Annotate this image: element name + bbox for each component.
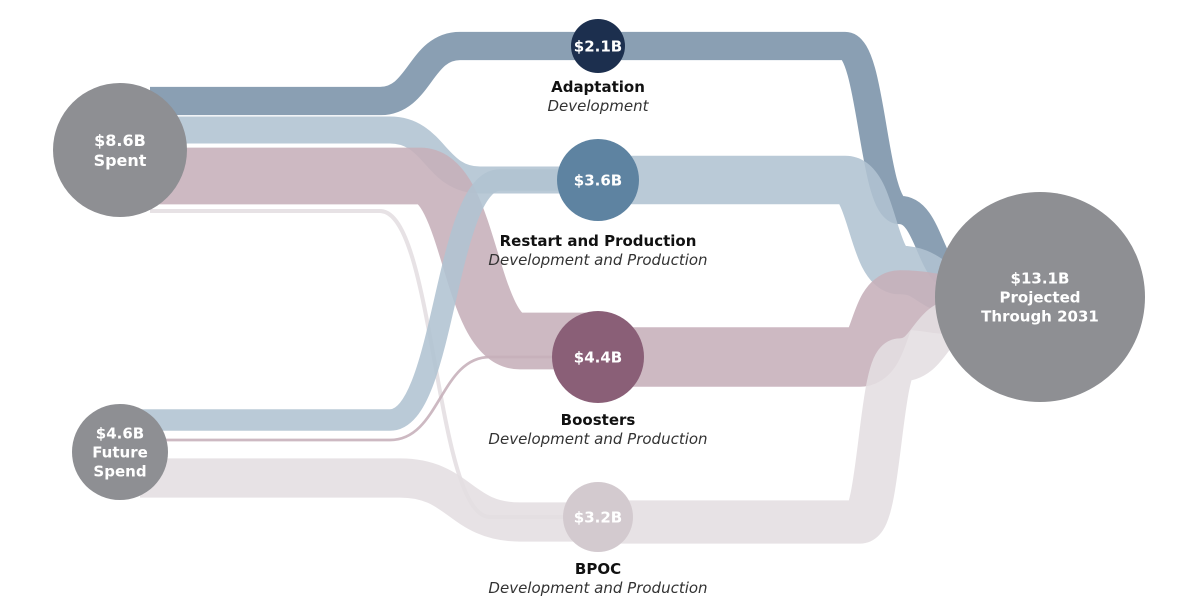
- node-boosters-value: $4.4B: [574, 348, 622, 366]
- node-bpoc-value: $3.2B: [574, 508, 622, 526]
- node-restart: [557, 139, 639, 221]
- flow-future-to-restart: [140, 169, 598, 431]
- node-projected-value: $13.1B: [1011, 269, 1070, 287]
- node-spent-value: $8.6B: [94, 131, 146, 150]
- flow-bpoc-to-projected: [598, 298, 963, 544]
- flow-future-to-boosters: [140, 355, 598, 442]
- node-restart-title: Restart and Production: [500, 232, 697, 250]
- node-boosters-title: Boosters: [561, 411, 636, 429]
- node-adaptation-title: Adaptation: [551, 78, 645, 96]
- node-future-label: Future: [92, 443, 148, 461]
- flow-spent-to-adaptation: [150, 31, 598, 116]
- node-restart-value: $3.6B: [574, 171, 622, 189]
- node-adaptation-value: $2.1B: [574, 37, 622, 55]
- node-future-label: Spend: [93, 462, 146, 480]
- flow-spent-to-boosters: [150, 147, 598, 370]
- node-projected: [935, 192, 1145, 402]
- node-boosters: [552, 311, 644, 403]
- node-bpoc: [563, 482, 633, 552]
- node-adaptation-subtitle: Development: [548, 97, 650, 115]
- node-spent: [53, 83, 187, 217]
- node-bpoc-title: BPOC: [575, 560, 621, 578]
- node-restart-subtitle: Development and Production: [488, 251, 707, 269]
- node-projected-label: Projected: [1000, 288, 1081, 306]
- node-future: [72, 404, 168, 500]
- flow-future-to-bpoc: [140, 458, 598, 542]
- node-future-value: $4.6B: [96, 424, 144, 442]
- node-bpoc-subtitle: Development and Production: [488, 579, 707, 597]
- node-adaptation: [571, 19, 625, 73]
- flows-layer: [140, 31, 963, 544]
- node-projected-label: Through 2031: [981, 307, 1099, 325]
- node-boosters-subtitle: Development and Production: [488, 430, 707, 448]
- node-spent-label: Spent: [94, 151, 147, 170]
